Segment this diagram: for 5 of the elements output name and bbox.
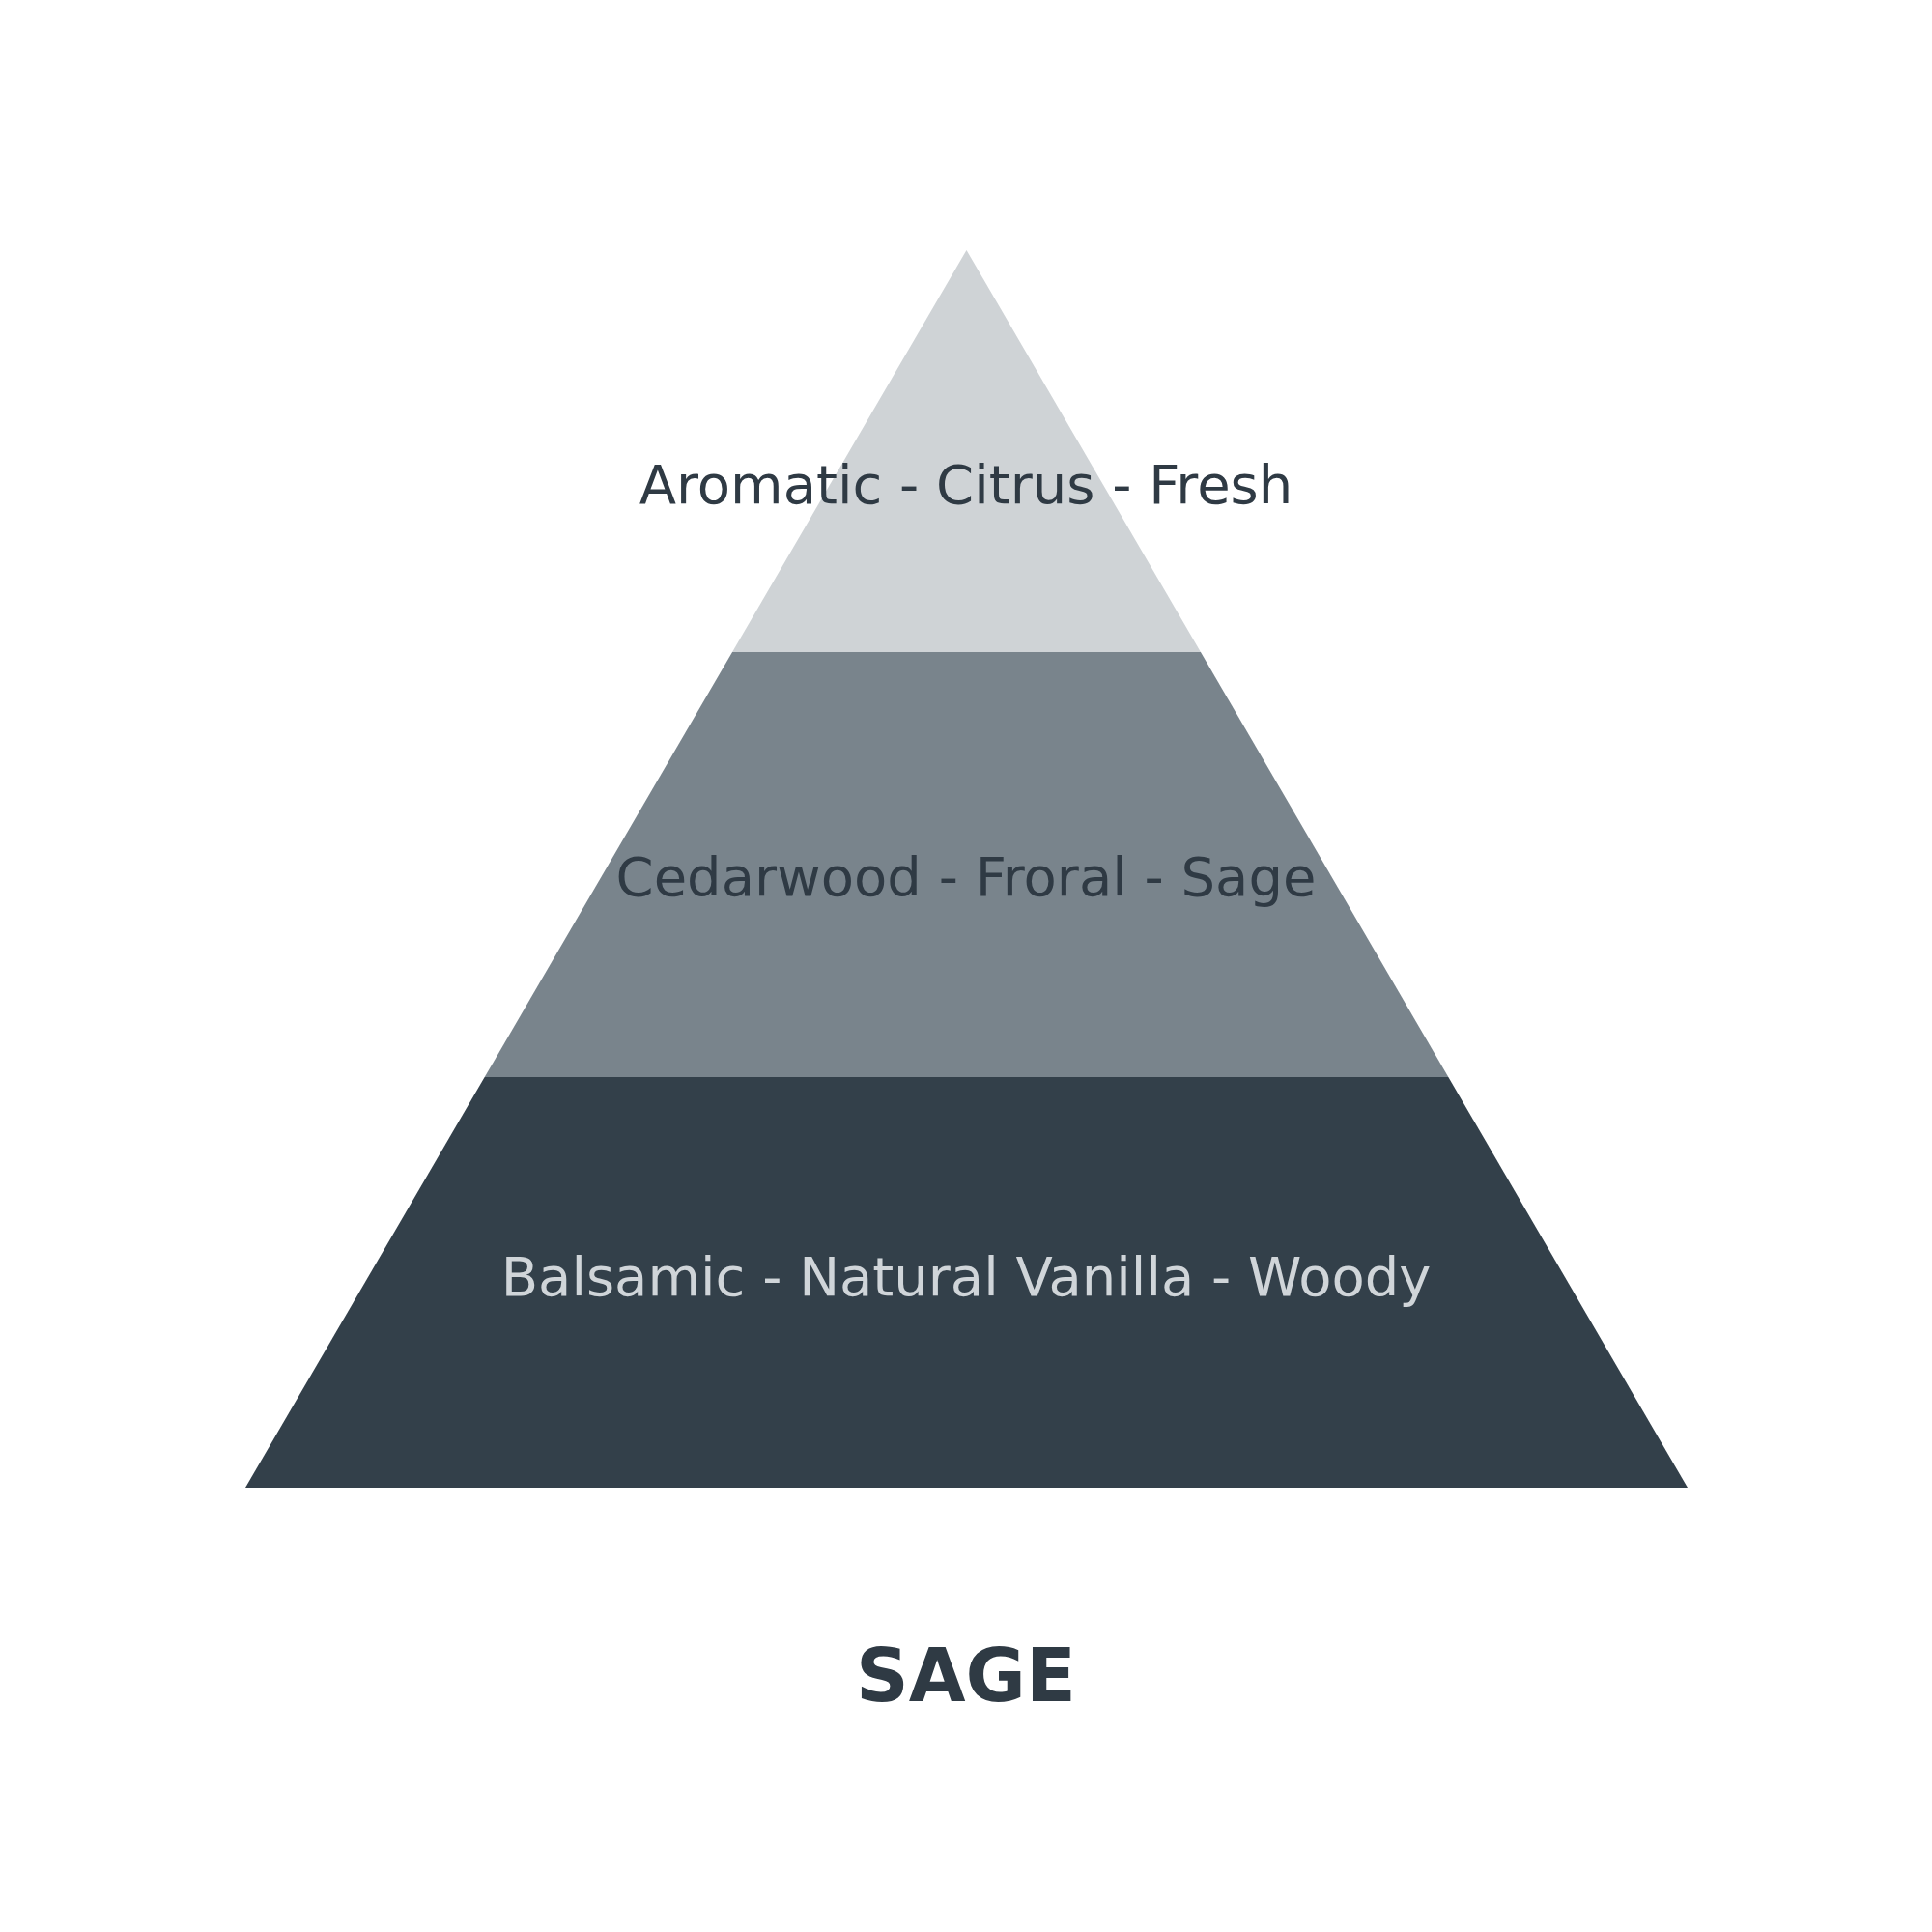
tier-label: Aromatic - Citrus - Fresh: [638, 452, 1294, 516]
caption: SAGE: [856, 1633, 1076, 1719]
tier-label: Balsamic - Natural Vanilla - Woody: [499, 1244, 1433, 1308]
tier-label: Cedarwood - Froral - Sage: [614, 844, 1318, 908]
pyramid-tier: [244, 1077, 1688, 1488]
